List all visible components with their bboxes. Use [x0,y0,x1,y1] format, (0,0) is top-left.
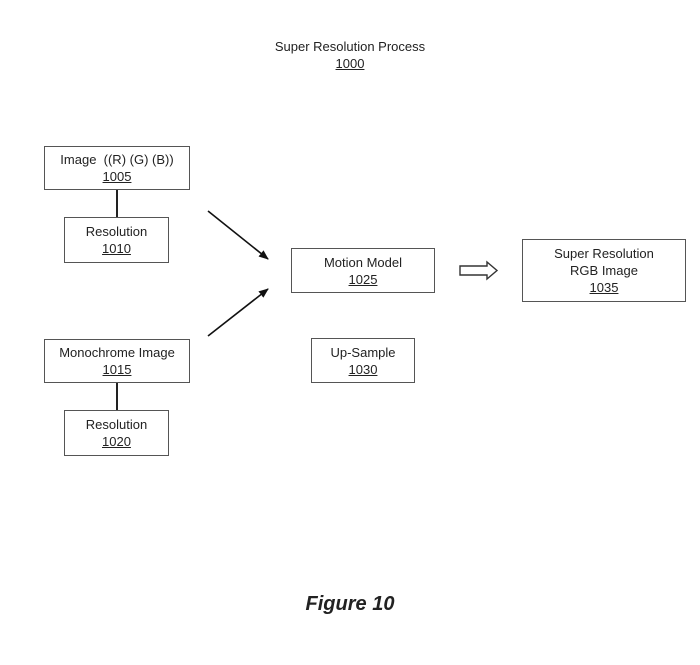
block-arrow-icon [459,260,499,281]
node-label: Image ((R) (G) (B)) [60,152,174,167]
node-label: Monochrome Image [59,345,175,360]
title-text: Super Resolution Process [274,39,426,54]
node-label: Resolution [85,417,148,432]
node-label-line2: RGB Image [570,263,638,278]
title-ref: 1000 [335,56,365,71]
node-label: Motion Model [323,254,403,270]
node-resolution-1020: Resolution 1020 [64,410,169,456]
figure-caption: Figure 10 [305,593,395,615]
node-ref: 1020 [102,434,131,449]
arrow-to-motion-model-lower [207,288,269,337]
node-label: Up-Sample [330,344,396,360]
node-ref: 1010 [102,241,131,256]
node-image-rgb: Image ((R) (G) (B)) 1005 [44,146,190,190]
node-label-line1: Super Resolution [554,246,654,261]
node-ref: 1030 [348,361,378,377]
node-ref: 1015 [102,362,132,377]
node-ref: 1025 [348,271,378,287]
node-ref: 1035 [589,280,619,295]
node-resolution-1010: Resolution 1010 [64,217,169,263]
node-up-sample: Up-Sample 1030 [311,338,415,383]
node-monochrome-image: Monochrome Image 1015 [44,339,190,383]
node-super-resolution-rgb-image: Super Resolution RGB Image 1035 [522,239,686,302]
arrow-to-motion-model-upper [207,210,269,260]
node-ref: 1005 [102,169,132,184]
node-label: Resolution [85,224,148,239]
diagram-title: Super Resolution Process 1000 [0,38,700,72]
node-motion-model: Motion Model 1025 [291,248,435,293]
